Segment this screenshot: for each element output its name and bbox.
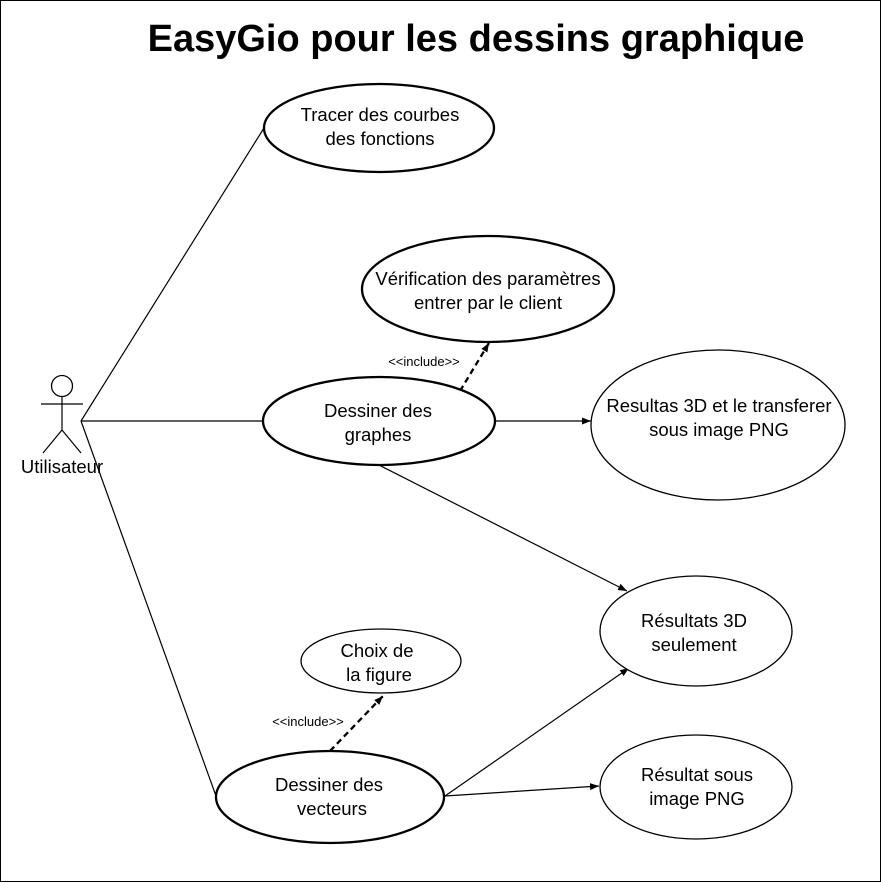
use-case-choix-figure: Choix de la figure xyxy=(300,628,462,694)
use-case-resultats-3d-line-1: Résultats 3D xyxy=(641,610,747,631)
arrow-vecteurs-to-png xyxy=(444,783,600,797)
include-arrow-choix xyxy=(329,695,384,752)
diagram-title: EasyGio pour les dessins graphique xyxy=(148,18,805,60)
use-case-verification-line-1: Vérification des paramètres xyxy=(375,268,600,289)
use-case-tracer-line-1: Tracer des courbes xyxy=(301,104,460,125)
arrow-vecteurs-to-3d xyxy=(444,667,630,797)
use-case-resultat-png-line-2: image PNG xyxy=(649,788,745,809)
use-case-choix-line-2: la figure xyxy=(346,664,412,685)
include-arrow-verification xyxy=(459,342,490,392)
use-case-graphes-line-1: Dessiner des xyxy=(324,400,432,421)
use-case-resultats-png-line-1: Resultas 3D et le transferer xyxy=(606,395,831,416)
association-tracer xyxy=(80,127,265,422)
arrow-graphes-to-3d xyxy=(378,464,628,592)
use-case-vecteurs-line-1: Dessiner des xyxy=(275,774,383,795)
include-label-1: <<include>> xyxy=(388,354,460,369)
include-label-2: <<include>> xyxy=(272,714,344,729)
actor-label: Utilisateur xyxy=(21,456,103,477)
use-case-resultats-png: Resultas 3D et le transferer sous image … xyxy=(590,349,846,501)
use-case-tracer: Tracer des courbes des fonctions xyxy=(262,82,496,174)
use-case-resultats-png-line-2: sous image PNG xyxy=(649,419,789,440)
use-case-graphes-line-2: graphes xyxy=(345,424,412,445)
use-case-tracer-line-2: des fonctions xyxy=(325,128,434,149)
use-case-resultats-3d-line-2: seulement xyxy=(651,634,736,655)
use-case-resultat-png-line-1: Résultat sous xyxy=(641,764,753,785)
use-case-verification-line-2: entrer par le client xyxy=(414,292,562,313)
use-case-verification: Vérification des paramètres entrer par l… xyxy=(360,234,616,344)
use-case-dessiner-graphes: Dessiner des graphes xyxy=(261,375,497,467)
actor-figure xyxy=(41,374,83,454)
use-case-vecteurs-line-2: vecteurs xyxy=(297,798,367,819)
association-dessiner-vecteurs xyxy=(80,420,217,797)
use-case-choix-line-1: Choix de xyxy=(340,640,413,661)
use-case-resultat-png: Résultat sous image PNG xyxy=(599,734,793,840)
use-case-dessiner-vecteurs: Dessiner des vecteurs xyxy=(214,749,446,845)
use-case-resultats-3d: Résultats 3D seulement xyxy=(599,575,793,687)
